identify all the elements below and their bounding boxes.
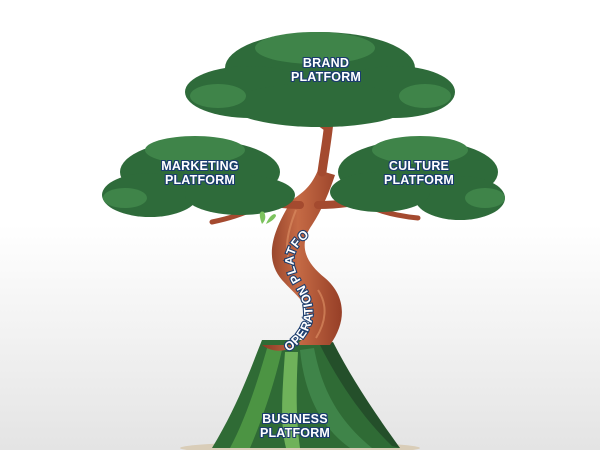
- marketing-platform-label: MARKETING PLATFORM: [145, 159, 255, 187]
- culture-label-line1: CULTURE: [364, 159, 474, 173]
- business-platform-label: BUSINESS PLATFORM: [240, 412, 350, 440]
- brand-label-line2: PLATFORM: [268, 70, 384, 84]
- marketing-label-line2: PLATFORM: [145, 173, 255, 187]
- sprout-leaves: [260, 212, 276, 225]
- culture-label-line2: PLATFORM: [364, 173, 474, 187]
- marketing-label-line1: MARKETING: [145, 159, 255, 173]
- brand-label-line1: BRAND: [268, 56, 384, 70]
- business-label-line1: BUSINESS: [240, 412, 350, 426]
- business-label-line2: PLATFORM: [240, 426, 350, 440]
- culture-platform-label: CULTURE PLATFORM: [364, 159, 474, 187]
- brand-platform-label: BRAND PLATFORM: [268, 56, 384, 84]
